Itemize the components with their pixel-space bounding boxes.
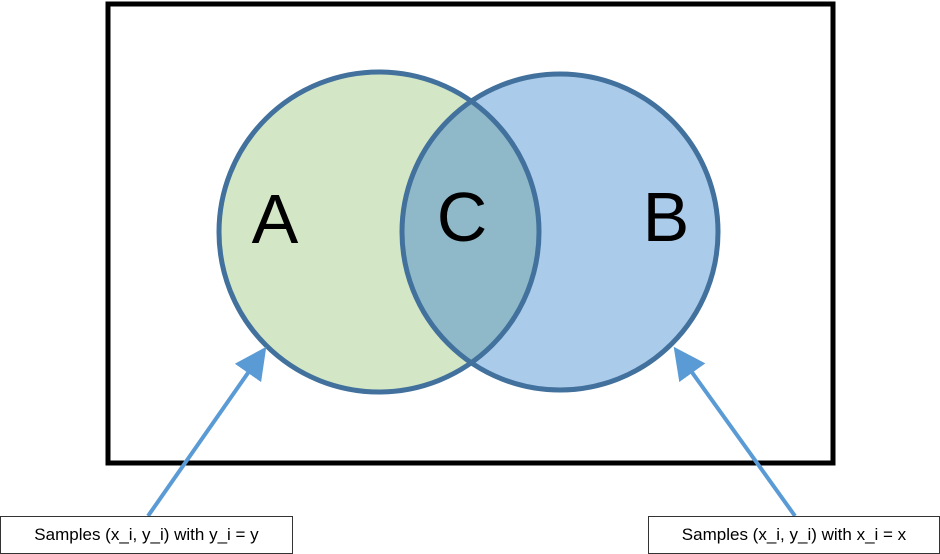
annotation-box-right: Samples (x_i, y_i) with x_i = x — [648, 516, 940, 554]
sample-space-frame — [105, 1, 836, 466]
set-a-label: A — [252, 180, 299, 258]
set-b-label: B — [643, 178, 690, 256]
set-a-outline — [216, 69, 542, 395]
intersection-c-region — [402, 74, 539, 390]
arrow-to-set-a — [146, 346, 267, 518]
annotation-text-left: Samples (x_i, y_i) with y_i = y — [34, 525, 259, 544]
set-b-outline — [399, 71, 721, 393]
annotation-box-left: Samples (x_i, y_i) with y_i = y — [0, 516, 293, 554]
arrow-to-set-b — [673, 346, 797, 518]
set-c-label: C — [437, 178, 488, 256]
annotation-text-right: Samples (x_i, y_i) with x_i = x — [681, 525, 907, 544]
